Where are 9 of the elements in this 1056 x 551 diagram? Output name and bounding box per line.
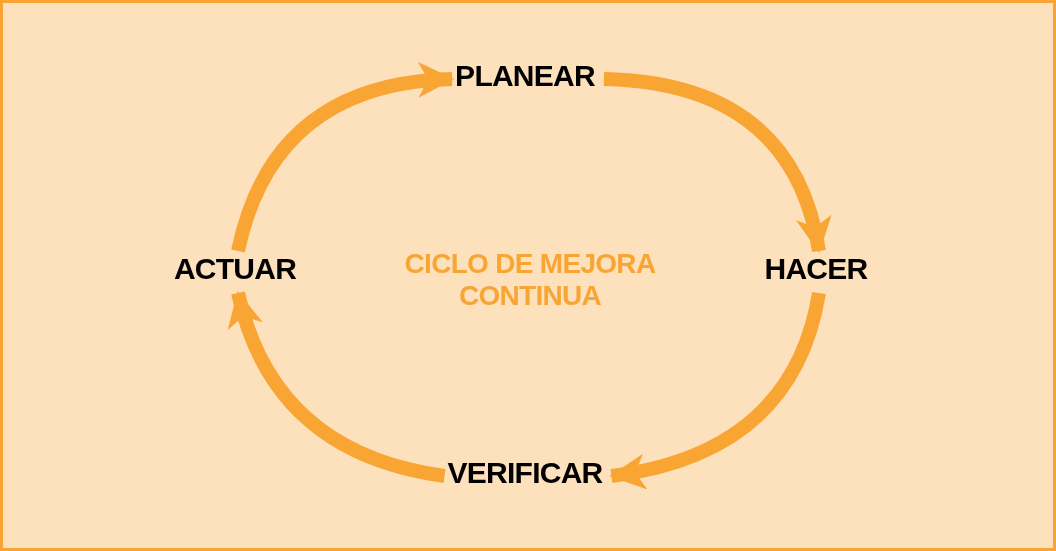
stage-label: VERIFICAR [447,458,603,488]
stage-label: HACER [764,254,868,284]
curved-arrow [231,63,455,253]
curved-arrow [229,291,446,483]
curved-arrow [609,291,826,489]
curved-arrow [603,72,830,253]
stage-label: PLANEAR [455,61,595,91]
stage-label: ACTUAR [173,254,297,284]
center-title: CICLO DE MEJORA CONTINUA [403,247,657,313]
